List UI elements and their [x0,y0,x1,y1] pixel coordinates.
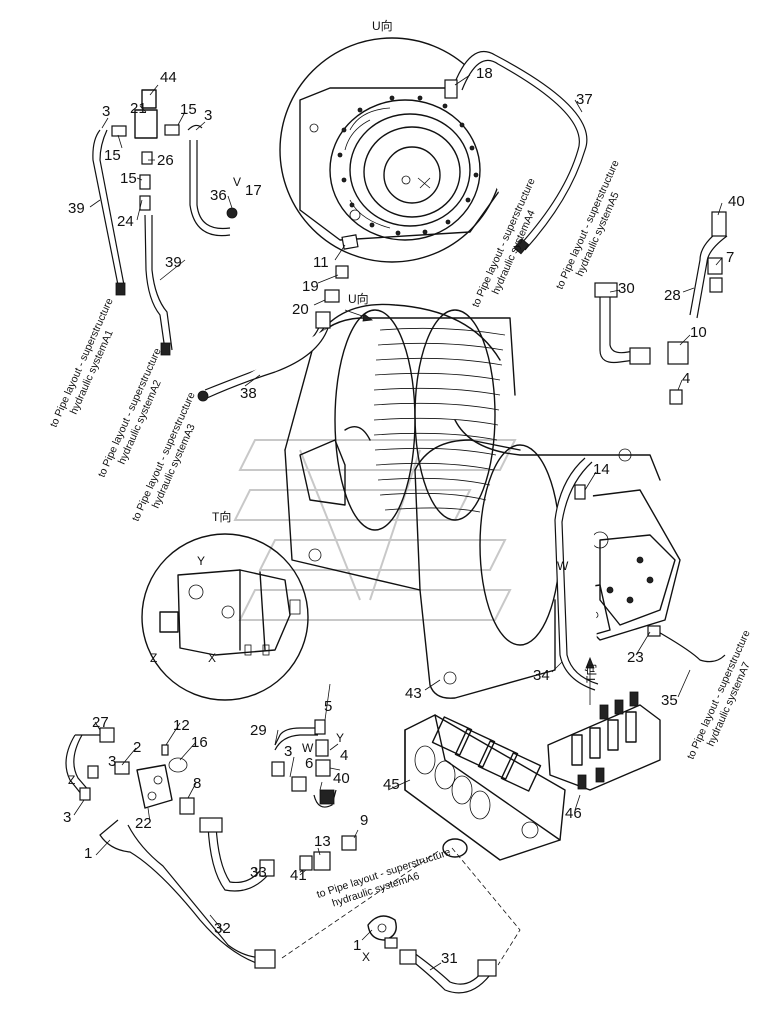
center-fittings [271,719,337,808]
upper-left-valve-group [92,89,238,356]
callout: 1 [353,937,361,954]
callout: 35 [661,692,678,709]
callout: 40 [333,770,350,787]
leader-lines [73,74,723,971]
winch-drum-assembly [284,303,726,705]
t-view-arrow-label: T向 [583,664,598,683]
valve-block-46 [547,691,661,791]
u-view-arrow-label: U向 [348,291,369,306]
pipe-38 [197,309,374,402]
callout: 29 [250,722,267,739]
lower-left-fittings [65,727,276,969]
callout: 3 [108,753,116,770]
callout: 21 [130,100,147,117]
callout: 1 [84,845,92,862]
port-v: V [233,175,241,189]
callout: 41 [290,867,307,884]
port-y-valve: Y [336,731,344,745]
callout: 9 [360,812,368,829]
callout: 26 [157,152,174,169]
callout: 44 [160,69,177,86]
t-view-title: T向 [212,509,231,524]
callout: 12 [173,717,190,734]
port-w-valve: W [302,741,314,755]
connection-line [451,847,521,966]
callout: 3 [63,809,71,826]
watermark [233,439,517,621]
fittings-13-41-9 [299,835,357,871]
port-labels: Y X Z V W W Y Z X [68,175,569,964]
callout: 38 [240,385,257,402]
callout: 5 [324,698,332,715]
port-w-motor: W [557,559,569,573]
callout: 28 [664,287,681,304]
callout-numbers: 44 3 21 15 3 15 26 15 39 24 36 17 39 18 … [63,65,745,967]
callout: 22 [135,815,152,832]
callout: 3 [102,103,110,120]
callout: 20 [292,301,309,318]
callout: 30 [618,280,635,297]
view-labels: U向 U向 T向 T向 [212,18,598,683]
callout: 4 [340,747,348,764]
callout: 39 [165,254,182,271]
callout: 15 [120,170,137,187]
callout: 18 [476,65,493,82]
callout: 37 [576,91,593,108]
u-view-title: U向 [372,18,393,33]
callout: 7 [726,249,734,266]
t-view-detail [141,533,309,701]
u-view-detail [279,37,588,303]
callout: 31 [441,950,458,967]
callout: 15 [180,101,197,118]
callout: 23 [627,649,644,666]
flange-pipe-31 [367,915,497,994]
callout: 6 [305,755,313,772]
note-a1: to Pipe layout - superstructure hydrauli… [48,296,116,429]
callout: 34 [533,667,550,684]
callout: 45 [383,776,400,793]
callout: 4 [682,370,690,387]
callout: 3 [284,743,292,760]
callout: 11 [313,254,329,271]
callout: 40 [728,193,745,210]
note-a6: to Pipe layout - superstructure hydrauli… [315,846,452,909]
callout: 33 [250,864,267,881]
port-x-t-view: X [208,651,216,665]
callout: 2 [133,739,141,756]
port-z-block: Z [68,773,75,787]
callout: 43 [405,685,422,702]
callout: 16 [191,734,208,751]
callout: 13 [314,833,331,850]
callout: 46 [565,805,582,822]
main-valve-block-45 [404,714,566,861]
callout: 8 [193,775,201,792]
callout: 32 [214,920,231,937]
pipes-30-28 [594,211,728,405]
callout: 15 [104,147,121,164]
callout: 17 [245,182,262,199]
callout: 39 [68,200,85,217]
port-y-t-view: Y [197,554,205,568]
callout: 19 [302,278,319,295]
callout: 14 [593,461,610,478]
port-z-t-view: Z [150,651,157,665]
callout: 27 [92,714,109,731]
callout: 24 [117,213,134,230]
callout: 36 [210,187,227,204]
port-x-flange: X [362,950,370,964]
callout: 3 [204,107,212,124]
callout: 10 [690,324,707,341]
